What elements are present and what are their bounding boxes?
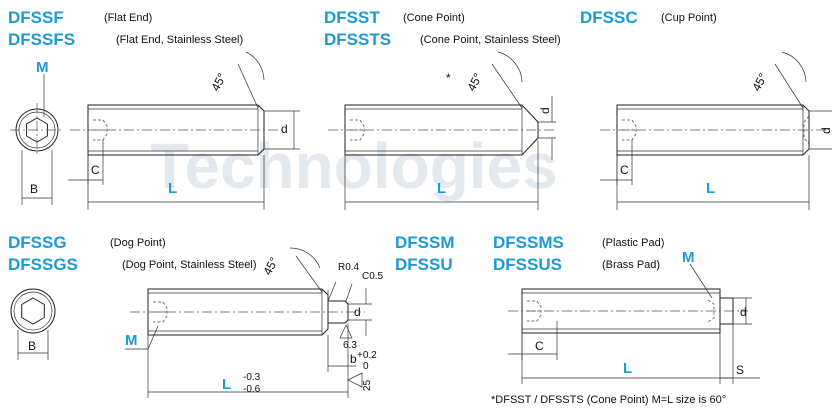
code-dfssf: DFSSF [8, 8, 64, 27]
dim-l-dfssg: L [222, 376, 231, 393]
code-dfssts: DFSSTS [324, 30, 391, 49]
dim-l-dfsst: L [437, 180, 446, 197]
dfssf-side-view [68, 51, 300, 210]
desc-dfssc: (Cup Point) [661, 12, 717, 24]
dim-l-dfssc: L [706, 180, 715, 197]
dfssf-end-view [10, 74, 64, 205]
desc-dfsst: (Cone Point) [403, 12, 465, 24]
dim-c-dfssm: C [535, 339, 544, 353]
dim-m-dfssm: M [682, 249, 695, 266]
dim-l-dfssf: L [168, 180, 177, 197]
desc-dfssms: (Plastic Pad) [602, 237, 664, 249]
angle-dfssf: 45° [208, 71, 229, 94]
dim-r04: R0.4 [338, 262, 360, 273]
dfssc-side-view [600, 51, 832, 210]
code-dfssu: DFSSU [395, 255, 453, 274]
angle-dfsst: 45° [464, 71, 485, 94]
leader-m-dfssg-tip [147, 325, 159, 350]
dim-m-dfssg: M [125, 332, 138, 349]
dfssg-end-view [10, 288, 56, 360]
footnote: *DFSST / DFSSTS (Cone Point) M=L size is… [491, 394, 726, 406]
angle-dfssg: 45° [260, 255, 281, 278]
dim-m-dfssf: M [36, 59, 49, 76]
tol-b-upper: +0.2 [357, 350, 377, 361]
surface-finish-25: 25 [362, 379, 373, 391]
dim-d-dfssm: d [740, 305, 747, 319]
dim-d-dfssg: d [354, 305, 361, 319]
dfsst-side-view [328, 51, 556, 210]
dim-b-dfssg: B [28, 339, 36, 353]
code-dfssc: DFSSC [580, 8, 638, 27]
dim-d-dfsst: d [538, 107, 552, 114]
tol-l-lower: -0.6 [243, 384, 261, 395]
desc-dfssfs: (Flat End, Stainless Steel) [116, 34, 243, 46]
desc-dfssgs: (Dog Point, Stainless Steel) [122, 259, 257, 271]
tol-b-lower: 0 [363, 361, 369, 372]
code-dfssus: DFSSUS [493, 255, 562, 274]
desc-dfssts: (Cone Point, Stainless Steel) [420, 34, 561, 46]
dim-c05: C0.5 [362, 271, 384, 282]
desc-dfssus: (Brass Pad) [602, 259, 660, 271]
angle-dfssc: 45° [749, 71, 770, 94]
dim-d-dfssc: d [819, 127, 833, 134]
dim-c-dfssc: C [620, 163, 629, 177]
desc-dfssg: (Dog Point) [110, 237, 166, 249]
code-dfssfs: DFSSFS [8, 30, 75, 49]
code-dfssg: DFSSG [8, 233, 67, 252]
dim-d-dfssf: d [281, 122, 288, 136]
code-dfssms: DFSSMS [493, 233, 564, 252]
desc-dfssf: (Flat End) [104, 12, 152, 24]
code-dfsst: DFSST [324, 8, 380, 27]
surface-finish-63: 6.3 [343, 340, 357, 351]
dim-b-dfssg: b [350, 352, 357, 366]
dim-b-dfssf: B [30, 182, 38, 196]
dim-c-dfssf: C [91, 163, 100, 177]
tol-l-upper: -0.3 [243, 372, 261, 383]
dim-s-dfssm: S [736, 363, 744, 377]
code-dfssm: DFSSM [395, 233, 455, 252]
dim-l-dfssm: L [623, 360, 632, 377]
code-dfssgs: DFSSGS [8, 255, 78, 274]
dfssm-side-view [508, 263, 760, 384]
dim-star-dfsst: * [446, 71, 451, 85]
dfssg-side-view [130, 247, 372, 398]
watermark: Technologies [150, 130, 558, 202]
